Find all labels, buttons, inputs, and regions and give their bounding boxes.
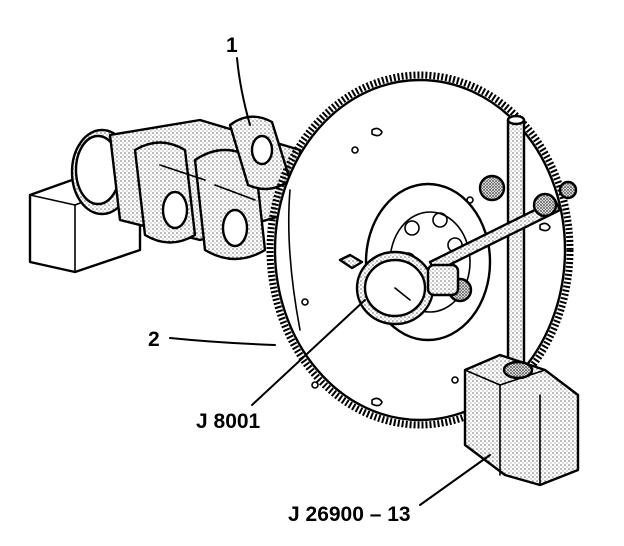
leader-j26900 [419,454,491,506]
dial-indicator [338,250,460,326]
leader-1 [236,57,251,126]
callout-crankshaft: 1 [226,34,238,57]
callout-magnetic-base: J 26900 – 13 [288,503,411,526]
indicator-stand [428,114,578,372]
callout-dial-indicator: J 8001 [196,410,261,433]
callout-flywheel: 2 [148,328,160,351]
leader-lines [169,57,491,506]
leader-2 [169,337,276,346]
leader-j8001 [251,299,366,406]
crankshaft [70,115,302,261]
magnetic-base [463,353,580,487]
